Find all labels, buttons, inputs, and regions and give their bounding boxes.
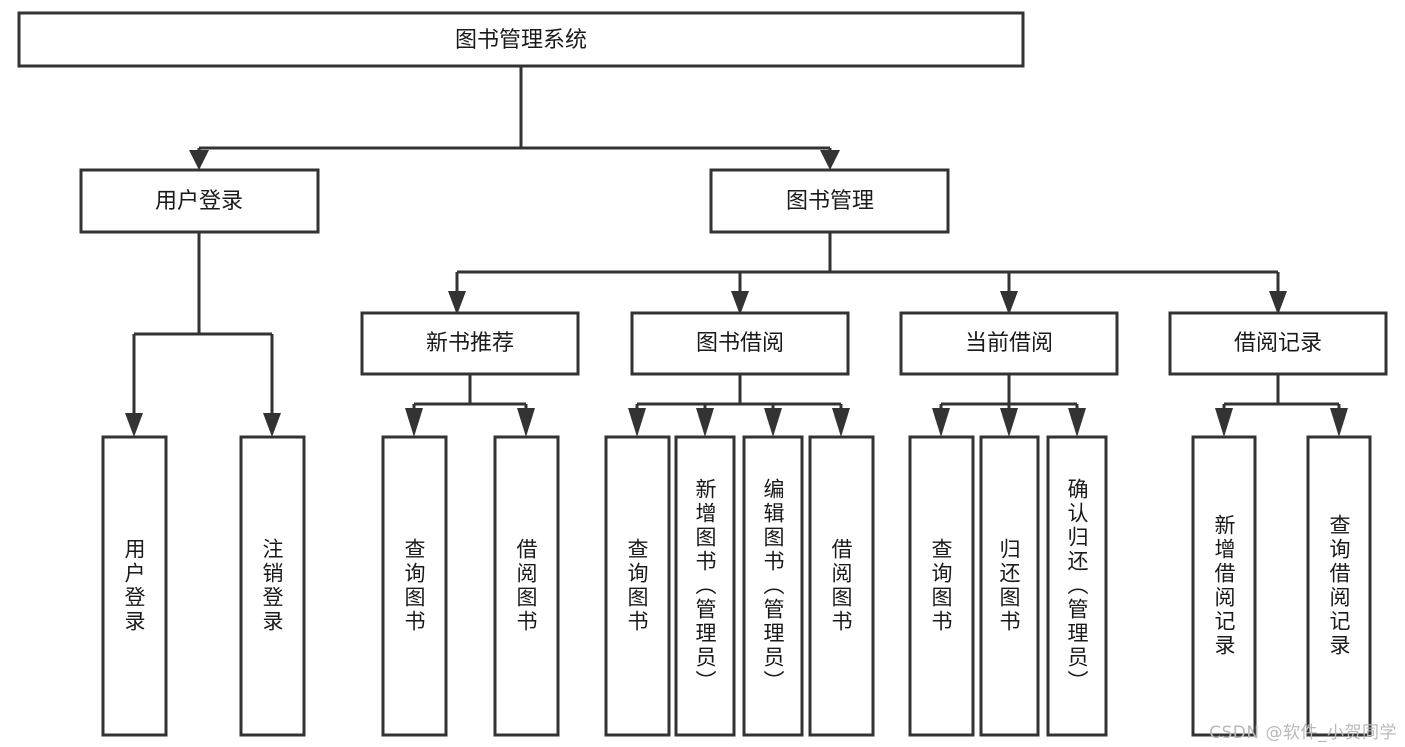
arrowhead-book-management: [820, 150, 840, 170]
node-leaf-add-record[interactable]: 新增借阅记录: [1191, 435, 1257, 737]
connectors-current-borrow-to-leaves: [932, 374, 1086, 437]
connectors-book-borrow-to-leaves: [628, 374, 850, 437]
node-leaf-borrow-book-1[interactable]: 借阅图书: [493, 435, 560, 737]
node-root-label: 图书管理系统: [455, 28, 587, 53]
arrowhead-leaf-return-book: [1000, 408, 1018, 437]
arrowhead-leaf-confirm-return: [1068, 408, 1086, 437]
node-leaf-query-book-2[interactable]: 查询图书: [604, 435, 671, 737]
node-leaf-query-record[interactable]: 查询借阅记录: [1306, 435, 1372, 737]
arrowhead-leaf-user-login: [125, 413, 143, 437]
node-leaf-query-record-label: 查询借阅记录: [1327, 514, 1351, 658]
node-book-borrow[interactable]: 图书借阅: [630, 311, 850, 376]
node-new-book-recommend[interactable]: 新书推荐: [360, 311, 580, 376]
node-leaf-query-book-1[interactable]: 查询图书: [381, 435, 448, 737]
node-borrow-record[interactable]: 借阅记录: [1168, 311, 1388, 376]
connectors-new-book-recommend-to-leaves: [405, 374, 535, 437]
node-current-borrow-box[interactable]: [899, 311, 1119, 376]
node-leaf-borrow-book-1-label: 借阅图书: [514, 538, 538, 634]
node-leaf-logout-login-box[interactable]: [239, 435, 306, 737]
node-leaf-query-book-2-label: 查询图书: [625, 538, 649, 634]
arrowhead-current-borrow: [1000, 291, 1018, 315]
arrowhead-leaf-add-record: [1215, 408, 1233, 437]
arrowhead-leaf-borrow-book-1: [517, 408, 535, 437]
node-leaf-confirm-return-label: 确认归还（管理员）: [1065, 478, 1089, 694]
node-leaf-query-book-3-box[interactable]: [908, 435, 975, 737]
node-leaf-user-login[interactable]: 用户登录: [101, 435, 168, 737]
node-leaf-edit-book[interactable]: 编辑图书（管理员）: [742, 435, 804, 737]
node-leaf-add-record-box[interactable]: [1191, 435, 1257, 737]
arrowhead-leaf-add-book: [696, 408, 714, 437]
node-borrow-record-label: 借阅记录: [1234, 331, 1322, 356]
node-user-login-box[interactable]: [79, 168, 320, 234]
arrowhead-book-borrow: [731, 291, 749, 315]
node-new-book-recommend-label: 新书推荐: [426, 331, 514, 356]
connectors-borrow-record-to-leaves: [1215, 374, 1348, 437]
node-leaf-query-book-3-label: 查询图书: [929, 538, 953, 634]
node-book-management-label: 图书管理: [786, 189, 874, 214]
node-leaf-borrow-book-2[interactable]: 借阅图书: [808, 435, 875, 737]
node-current-borrow-label: 当前借阅: [965, 331, 1053, 356]
node-leaf-return-book-label: 归还图书: [997, 538, 1021, 634]
arrowhead-leaf-query-book-2: [628, 408, 646, 437]
node-current-borrow[interactable]: 当前借阅: [899, 311, 1119, 376]
node-leaf-user-login-box[interactable]: [101, 435, 168, 737]
node-user-login[interactable]: 用户登录: [79, 168, 320, 234]
node-leaf-borrow-book-2-label: 借阅图书: [829, 538, 853, 634]
node-book-borrow-box[interactable]: [630, 311, 850, 376]
node-book-management-box[interactable]: [709, 168, 950, 234]
arrowhead-leaf-logout-login: [263, 413, 281, 437]
node-root[interactable]: 图书管理系统: [17, 11, 1025, 68]
node-leaf-borrow-book-2-box[interactable]: [808, 435, 875, 737]
arrowhead-user-login: [189, 150, 209, 170]
node-leaf-query-book-2-box[interactable]: [604, 435, 671, 737]
node-leaf-add-book-box[interactable]: [674, 435, 736, 737]
node-leaf-query-record-box[interactable]: [1306, 435, 1372, 737]
node-root-box[interactable]: [17, 11, 1025, 68]
arrowhead-new-book-recommend: [448, 291, 466, 315]
node-user-login-label: 用户登录: [155, 189, 243, 214]
connectors-user-login-to-leaves: [125, 232, 281, 437]
node-leaf-borrow-book-1-box[interactable]: [493, 435, 560, 737]
connectors-book-management-to-level3: [448, 232, 1287, 315]
node-leaf-query-book-1-label: 查询图书: [402, 538, 426, 634]
node-leaf-add-record-label: 新增借阅记录: [1212, 514, 1236, 658]
arrowhead-borrow-record: [1269, 291, 1287, 315]
node-leaf-edit-book-label: 编辑图书（管理员）: [761, 478, 785, 694]
node-leaf-return-book-box[interactable]: [979, 435, 1040, 737]
node-leaf-add-book[interactable]: 新增图书（管理员）: [674, 435, 736, 737]
arrowhead-leaf-borrow-book-2: [832, 408, 850, 437]
node-leaf-logout-login[interactable]: 注销登录: [239, 435, 306, 737]
arrowhead-leaf-edit-book: [764, 408, 782, 437]
arrowhead-leaf-query-book-3: [932, 408, 950, 437]
node-leaf-edit-book-box[interactable]: [742, 435, 804, 737]
node-leaf-add-book-label: 新增图书（管理员）: [693, 478, 717, 694]
node-leaf-logout-login-label: 注销登录: [260, 538, 284, 634]
node-book-borrow-label: 图书借阅: [696, 331, 784, 356]
node-new-book-recommend-box[interactable]: [360, 311, 580, 376]
node-leaf-query-book-1-box[interactable]: [381, 435, 448, 737]
arrowhead-leaf-query-book-1: [405, 408, 423, 437]
arrowhead-leaf-query-record: [1330, 408, 1348, 437]
node-leaf-user-login-label: 用户登录: [122, 538, 146, 634]
connectors-root-to-level2: [189, 66, 840, 170]
node-leaf-query-book-3[interactable]: 查询图书: [908, 435, 975, 737]
node-leaf-return-book[interactable]: 归还图书: [979, 435, 1040, 737]
node-borrow-record-box[interactable]: [1168, 311, 1388, 376]
node-leaf-confirm-return-box[interactable]: [1046, 435, 1108, 737]
node-leaf-confirm-return[interactable]: 确认归还（管理员）: [1046, 435, 1108, 737]
node-book-management[interactable]: 图书管理: [709, 168, 950, 234]
